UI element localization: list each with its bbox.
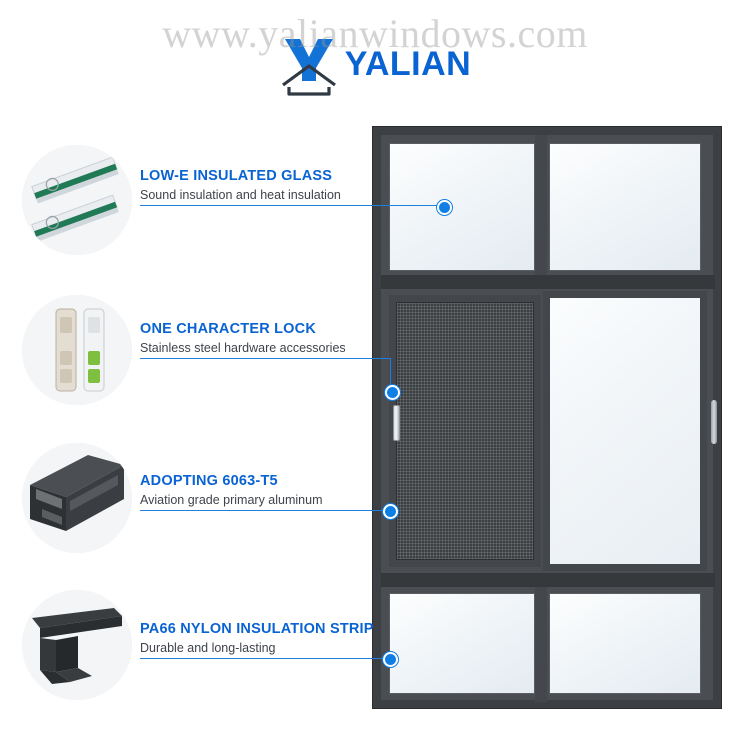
feature-title: ONE CHARACTER LOCK <box>140 321 316 337</box>
transom-rail-upper <box>381 275 715 289</box>
brand-logo: YALIAN <box>0 30 750 102</box>
vertical-mullion <box>535 135 547 275</box>
feature-title: ADOPTING 6063-T5 <box>140 473 278 489</box>
insect-screen-mesh <box>396 302 534 560</box>
brand-name: YALIAN <box>344 45 472 83</box>
feature-subtitle: Aviation grade primary aluminum <box>140 493 323 507</box>
glass-pane-bottom-left <box>389 593 535 694</box>
feature-title: LOW-E INSULATED GLASS <box>140 168 333 184</box>
callout-line-vertical <box>390 358 391 391</box>
vertical-mullion-bottom <box>535 587 547 702</box>
aluminum-profile-thumbnail-icon <box>22 443 132 553</box>
yalian-y-house-logo-icon <box>279 35 339 97</box>
window-handle-icon <box>711 400 717 444</box>
feature-subtitle: Durable and long-lasting <box>140 641 276 655</box>
callout-line <box>140 358 391 359</box>
glass-pane-bottom-right <box>549 593 701 694</box>
callout-line <box>140 510 388 511</box>
feature-title: PA66 NYLON INSULATION STRIP <box>140 621 374 637</box>
nylon-insulation-strip-thumbnail-icon <box>22 590 132 700</box>
insulated-glass-unit-thumbnail-icon <box>22 145 132 255</box>
sliding-glass-sash <box>543 291 707 571</box>
sash-lock-icon <box>393 405 400 441</box>
callout-line <box>140 658 388 659</box>
feature-subtitle: Stainless steel hardware accessories <box>140 341 346 355</box>
glass-pane-top-right <box>549 143 701 271</box>
callout-dot <box>383 652 398 667</box>
callout-dot <box>383 504 398 519</box>
product-window-illustration <box>372 126 722 709</box>
feature-subtitle: Sound insulation and heat insulation <box>140 188 341 202</box>
callout-dot <box>437 200 452 215</box>
transom-rail-lower <box>381 573 715 587</box>
glass-pane-middle-right <box>550 298 700 564</box>
lock-hardware-thumbnail-icon <box>22 295 132 405</box>
callout-line <box>140 205 443 206</box>
glass-pane-top-left <box>389 143 535 271</box>
screen-sash <box>389 295 541 567</box>
callout-dot <box>385 385 400 400</box>
window-frame-inner <box>381 135 717 702</box>
